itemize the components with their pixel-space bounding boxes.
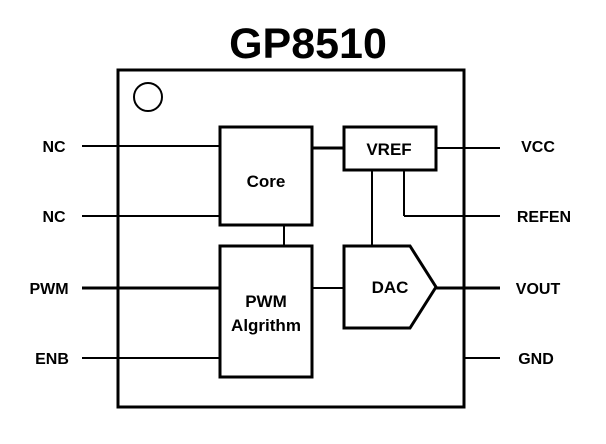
pin-label-pwm: PWM — [29, 281, 68, 298]
package-outline — [116, 68, 466, 409]
pin-label-nc2: NC — [42, 209, 66, 226]
pwm-block-label: PWM — [245, 292, 287, 311]
pin1-marker — [133, 82, 163, 112]
pwm-algorithm-block — [218, 244, 314, 379]
algorithm-block-label: Algrithm — [231, 316, 301, 335]
pin-label-nc1: NC — [42, 139, 66, 156]
core-block — [218, 125, 314, 227]
core-label: Core — [247, 172, 286, 191]
pin-label-vcc: VCC — [521, 139, 555, 156]
pin-label-enb: ENB — [35, 351, 69, 368]
vref-label: VREF — [366, 140, 411, 159]
dac-label: DAC — [372, 278, 409, 297]
pin-label-gnd: GND — [518, 351, 554, 368]
pin-label-refen: REFEN — [517, 209, 571, 226]
pin-label-vout: VOUT — [516, 281, 561, 298]
chip-title: GP8510 — [229, 20, 387, 68]
dac-block — [342, 244, 438, 330]
